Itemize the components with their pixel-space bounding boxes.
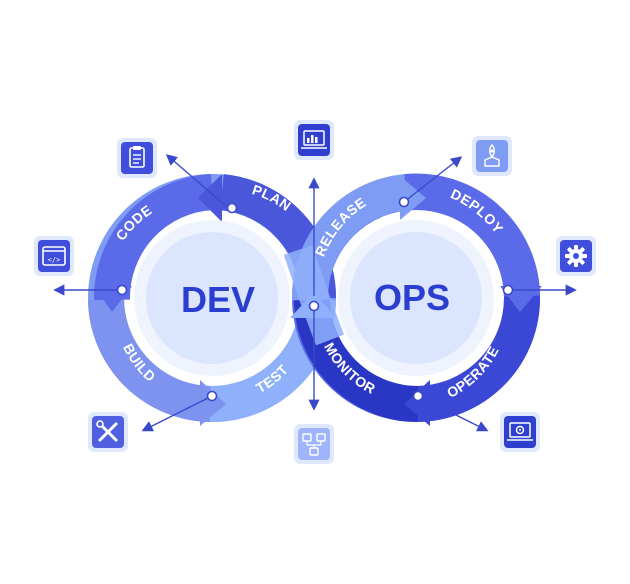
dev-label: DEV [181,279,255,320]
code-window-icon: </> [34,236,74,276]
laptop-gear-icon [500,412,540,452]
node-test [308,300,320,312]
gear-icon [556,236,596,276]
release-arrowhead [400,176,426,220]
connector-build [141,395,213,432]
plan-arrowhead [198,174,222,222]
nodes [116,196,514,402]
operate-arrowhead [404,380,430,426]
node-build [206,390,218,402]
node-release [398,196,410,208]
node-monitor [412,390,424,402]
wrench-screwdriver-icon [88,412,128,452]
clipboard-icon [117,138,157,178]
connector-monitor [417,395,489,432]
flowchart-icon [294,424,334,464]
node-plan [226,202,238,214]
build-arrowhead [200,380,226,426]
connector-deploy [403,156,463,203]
laptop-chart-icon [294,120,334,160]
node-code [116,284,128,296]
node-operate [502,284,514,296]
ops-label: OPS [374,277,450,318]
crossover-band [283,245,345,346]
connector-plan [165,154,227,207]
rocket-box-icon [472,136,512,176]
connectors [53,154,577,432]
svg-text:</>: </> [48,256,61,264]
